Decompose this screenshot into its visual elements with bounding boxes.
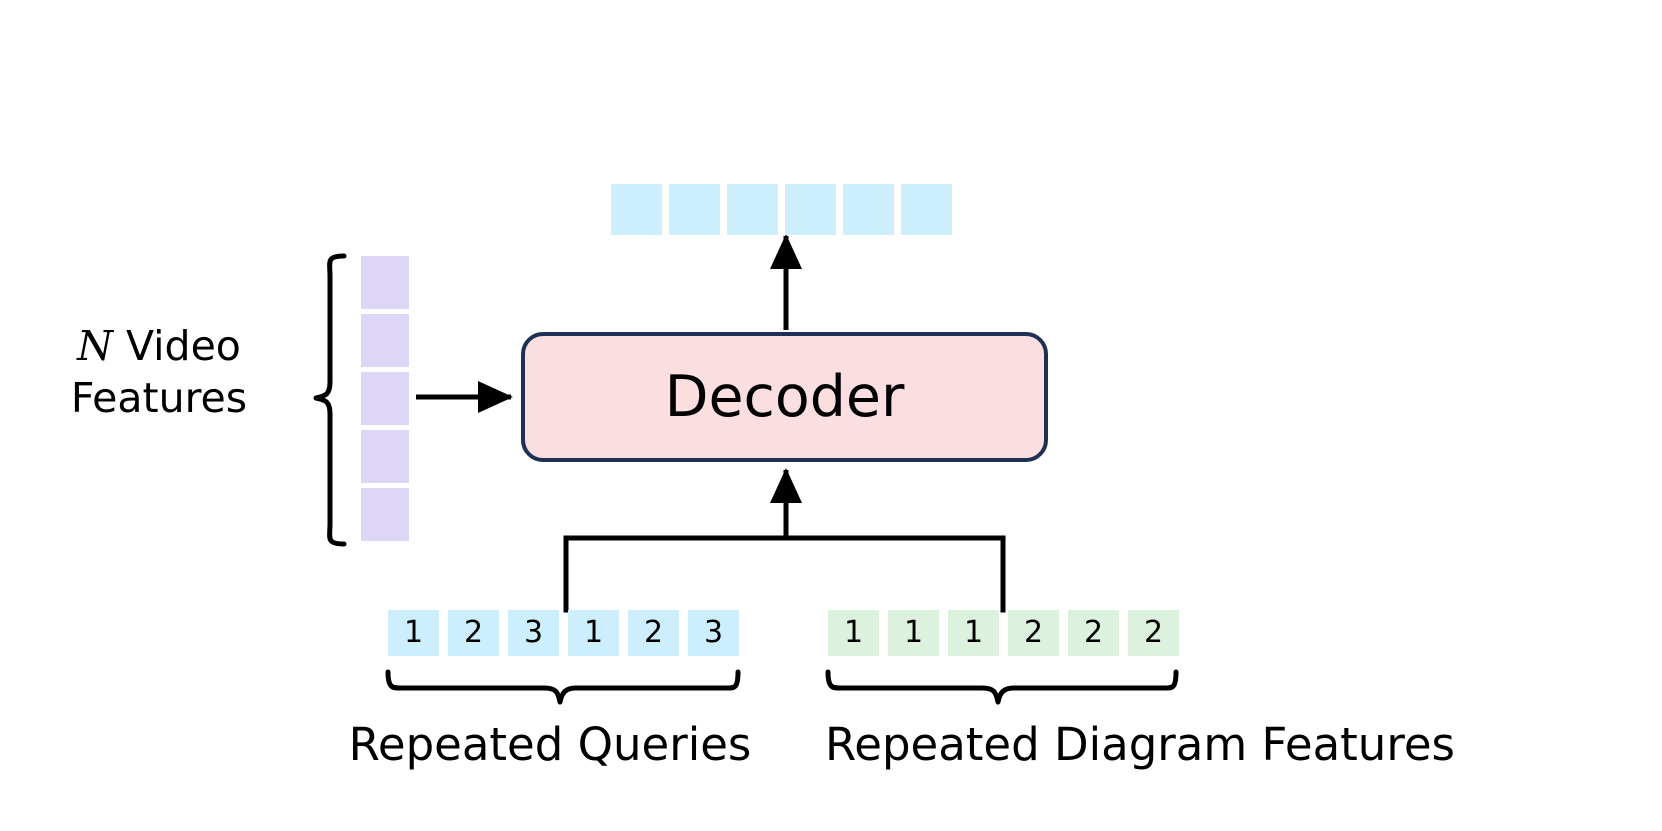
output-token [901, 184, 952, 235]
video-features-label: N Video Features [34, 320, 284, 425]
repeated-diagram-feature-cell: 1 [948, 610, 999, 656]
repeated-diagram-feature-cell: 2 [1008, 610, 1059, 656]
video-feature-cell [361, 372, 409, 425]
output-token [669, 184, 720, 235]
output-token [843, 184, 894, 235]
repeated-queries-brace [385, 669, 741, 705]
output-token [727, 184, 778, 235]
repeated-query-cell: 3 [508, 610, 559, 656]
repeated-diagram-feature-cell: 1 [888, 610, 939, 656]
bottom-junction-bar [563, 535, 1006, 613]
repeated-query-cell: 2 [628, 610, 679, 656]
video-features-label-rest: Video [112, 322, 241, 370]
decoder-block: Decoder [521, 332, 1048, 462]
output-token [785, 184, 836, 235]
repeated-query-cell: 1 [388, 610, 439, 656]
repeated-query-cell: 3 [688, 610, 739, 656]
output-token [611, 184, 662, 235]
repeated-diagram-feature-cell: 2 [1068, 610, 1119, 656]
repeated-diagram-feature-cell: 2 [1128, 610, 1179, 656]
repeated-diagram-feature-cell: 1 [828, 610, 879, 656]
video-feature-cell [361, 314, 409, 367]
video-features-label-line2: Features [70, 374, 248, 423]
repeated-query-cell: 1 [568, 610, 619, 656]
video-feature-cell [361, 256, 409, 309]
video-feature-cell [361, 430, 409, 483]
repeated-diagram-features-brace [825, 669, 1179, 705]
repeated-queries-label: Repeated Queries [348, 718, 752, 771]
video-features-brace [313, 253, 347, 547]
decoder-label: Decoder [664, 364, 905, 430]
video-features-count-symbol: N [77, 322, 113, 370]
video-feature-cell [361, 488, 409, 541]
repeated-query-cell: 2 [448, 610, 499, 656]
repeated-diagram-features-label: Repeated Diagram Features [825, 718, 1455, 771]
